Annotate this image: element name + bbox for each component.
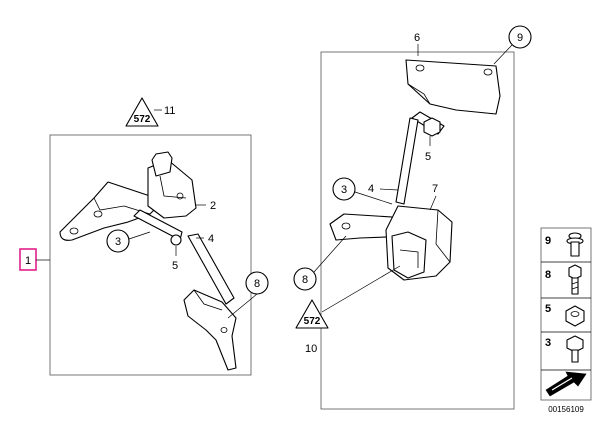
- legend-label: 9: [545, 235, 551, 247]
- leader-3b: [354, 191, 393, 205]
- callout-4: 4: [208, 233, 214, 245]
- bracket-hole: [93, 210, 103, 218]
- leader-8: [227, 293, 258, 319]
- warning-symbol-text: 572: [134, 114, 151, 125]
- hex-bolt-icon[interactable]: [568, 264, 582, 295]
- link-bracket: [183, 289, 237, 371]
- diagram-id: 00156109: [548, 405, 584, 414]
- legend-label: 8: [545, 269, 551, 281]
- warning-symbol-text-2: 572: [304, 316, 321, 327]
- callout-8: 8: [254, 278, 260, 290]
- direction-arrow-icon[interactable]: [545, 371, 587, 397]
- sensor-detail: [176, 192, 184, 200]
- bracket-edge: [93, 197, 151, 215]
- sensor-connector: [151, 151, 173, 177]
- callout-2: 2: [210, 200, 216, 212]
- warning-triangle-icon-2[interactable]: [295, 299, 329, 329]
- flanged-bolt-icon[interactable]: [566, 232, 584, 257]
- leader-3: [128, 231, 151, 240]
- plate-hole: [483, 68, 493, 76]
- lower-bracket-hole: [341, 222, 351, 230]
- leader-8b: [313, 235, 347, 273]
- leader-10: [321, 265, 401, 313]
- legend-label: 3: [545, 337, 551, 349]
- right-frame: [320, 51, 515, 410]
- legend-frame: [540, 227, 592, 401]
- right-assembly: 6 9 5 4 3 7: [293, 25, 532, 410]
- hex-nut-icon[interactable]: [565, 305, 585, 327]
- callout-1-box[interactable]: [19, 248, 37, 271]
- callout-3b: 3: [341, 184, 347, 196]
- callout-3: 3: [115, 236, 121, 248]
- callout-9-circle[interactable]: [508, 25, 532, 49]
- callout-6: 6: [414, 32, 420, 44]
- callout-11: 11: [164, 105, 175, 117]
- callout-4b: 4: [368, 183, 374, 195]
- callout-3b-circle[interactable]: [332, 177, 356, 201]
- callout-1: 1: [25, 255, 31, 267]
- callout-5: 5: [172, 260, 178, 272]
- sensor-plug: [391, 231, 427, 279]
- link-edge: [193, 289, 223, 311]
- callout-8b: 8: [302, 274, 308, 286]
- callout-10: 10: [305, 343, 317, 355]
- mounting-plate: [405, 59, 501, 115]
- lever-arm: [133, 209, 183, 241]
- callout-7: 7: [432, 183, 438, 195]
- ball-joint: [170, 234, 182, 246]
- sensor-plug-detail: [399, 249, 419, 268]
- left-frame: [49, 134, 252, 376]
- leader-4b: [379, 188, 399, 191]
- callout-8b-circle[interactable]: [293, 267, 317, 291]
- short-bolt-icon[interactable]: [566, 335, 584, 363]
- callout-3-circle[interactable]: [106, 229, 130, 253]
- link-hole: [220, 327, 228, 333]
- sensor-unit-edge: [435, 209, 451, 263]
- plate-hole: [415, 64, 425, 72]
- bracket-hole: [69, 227, 79, 235]
- callout-9: 9: [517, 32, 523, 44]
- sensor-detail: [159, 175, 187, 199]
- left-assembly: 1 2 3 4 5 8: [19, 97, 269, 376]
- linkage-rod: [187, 233, 235, 305]
- callout-5b: 5: [425, 151, 431, 163]
- leader-9: [493, 44, 513, 65]
- leader-7: [429, 195, 437, 211]
- nut: [423, 117, 441, 137]
- legend-label: 5: [545, 303, 551, 315]
- warning-triangle-icon[interactable]: [125, 97, 159, 127]
- plate-edge: [407, 83, 431, 105]
- hardware-legend: 9 8 5 3: [540, 227, 592, 414]
- vertical-rod: [395, 117, 419, 205]
